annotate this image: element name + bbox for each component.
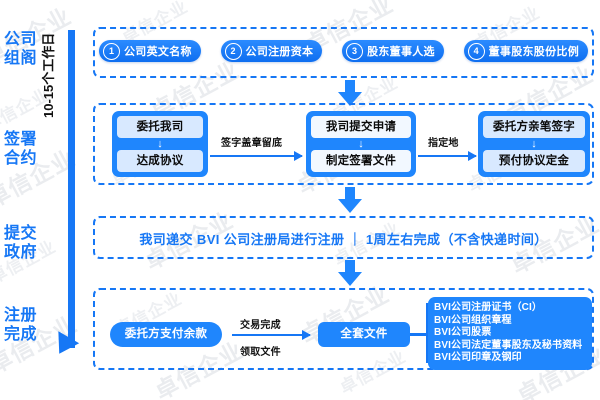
down-arrow-icon: ↓ — [358, 138, 364, 150]
stage-label-company-formation: 公司 组阁 — [4, 30, 58, 68]
stage-label-line1: 公司 — [4, 31, 38, 48]
pill-label: 董事股东股份比例 — [488, 46, 579, 58]
connector-arrow-1-icon — [210, 151, 303, 161]
list-item: BVI公司法定董事股东及秘书资料 — [434, 339, 583, 351]
arrow-head — [338, 199, 362, 213]
down-arrow-icon: ↓ — [157, 138, 163, 150]
step-box-client-pays-balance[interactable]: 委托方支付余款 — [110, 322, 222, 347]
down-arrow-icon: ↓ — [531, 138, 537, 150]
step-group-client-signature[interactable]: 委托方亲笔签字 ↓ 预付协议定金 — [478, 111, 590, 177]
section-down-arrow-icon — [338, 187, 362, 213]
stage-label-line1: 提交 — [4, 225, 38, 242]
arrow-shaft — [345, 80, 355, 93]
section-panel-registration-complete — [93, 288, 594, 370]
section-panel-submit-government — [93, 216, 594, 259]
section-panel-company-formation — [93, 27, 594, 78]
stage-label-line1: 注册 — [4, 307, 38, 324]
stage-label-line2: 政府 — [4, 244, 38, 261]
requirement-pill-registered-capital[interactable]: 2 公司注册资本 — [220, 40, 323, 62]
step-box-full-document-set[interactable]: 全套文件 — [318, 322, 410, 347]
requirement-pill-english-name[interactable]: 1 公司英文名称 — [99, 40, 201, 62]
connector-label-sign-seal: 签字盖章留底 — [221, 138, 283, 149]
stage-label-line2: 完成 — [4, 326, 38, 343]
list-item: BVI公司印章及钢印 — [434, 352, 522, 364]
list-item: BVI公司股票 — [434, 327, 492, 339]
pill-label: 公司英文名称 — [124, 46, 192, 58]
stage-label-submit-government: 提交 政府 — [4, 224, 58, 262]
arrow-head — [338, 272, 362, 286]
pill-label: 公司注册资本 — [245, 46, 314, 58]
elbow-connector-horizontal — [410, 333, 428, 336]
stage-label-registration-complete: 注册 完成 — [4, 306, 58, 344]
connector-arrow-3-icon — [232, 330, 311, 340]
section-down-arrow-icon — [338, 260, 362, 286]
stage-label-line2: 组阁 — [4, 50, 38, 67]
timeline-bar — [68, 30, 75, 348]
connector-label-collect-documents: 领取文件 — [240, 347, 281, 358]
requirement-pill-share-ratio[interactable]: 4 董事股东股份比例 — [463, 40, 588, 62]
connector-label-transaction-complete: 交易完成 — [240, 320, 281, 331]
pill-number: 3 — [346, 42, 364, 60]
government-submission-text: 我司递交 BVI 公司注册局进行注册 ｜ 1周左右完成（不含快递时间） — [139, 232, 548, 247]
timeline-duration-label: 10-15个工作日 — [41, 32, 56, 118]
list-item: BVI公司组织章程 — [434, 314, 512, 326]
stage-label-sign-contract: 签署 合约 — [4, 130, 58, 168]
arrow-shaft — [345, 260, 355, 273]
requirement-pill-shareholder-director[interactable]: 3 股东董事人选 — [342, 40, 444, 62]
arrow-head — [338, 92, 362, 106]
pill-number: 4 — [467, 42, 485, 60]
step-box-top: 委托方亲笔签字 — [483, 116, 585, 138]
step-box-top: 我司提交申请 — [311, 116, 411, 138]
step-group-entrust[interactable]: 委托我司 ↓ 达成协议 — [112, 111, 208, 177]
connector-arrow-2-icon — [418, 151, 477, 161]
connector-label-designated-place: 指定地 — [428, 138, 459, 149]
requirement-pill-row: 1 公司英文名称 2 公司注册资本 3 股东董事人选 4 董事股东股份比例 — [99, 38, 588, 64]
section-down-arrow-icon — [338, 80, 362, 106]
step-box-bottom: 制定签署文件 — [311, 150, 411, 172]
arrow-shaft — [345, 187, 355, 200]
stage-label-line2: 合约 — [4, 150, 38, 167]
step-group-submit-application[interactable]: 我司提交申请 ↓ 制定签署文件 — [306, 111, 416, 177]
pill-label: 股东董事人选 — [367, 46, 435, 58]
elbow-connector-vertical — [426, 303, 429, 363]
deliverable-document-list: BVI公司注册证书（CI） BVI公司组织章程 BVI公司股票 BVI公司法定董… — [428, 297, 592, 370]
step-box-bottom: 达成协议 — [117, 150, 203, 172]
pill-number: 2 — [224, 42, 242, 60]
stage-label-line1: 签署 — [4, 131, 38, 148]
step-box-top: 委托我司 — [117, 116, 203, 138]
pill-number: 1 — [103, 42, 120, 60]
section-panel-sign-contract — [93, 103, 594, 185]
list-item: BVI公司注册证书（CI） — [434, 302, 542, 313]
step-box-bottom: 预付协议定金 — [483, 150, 585, 172]
